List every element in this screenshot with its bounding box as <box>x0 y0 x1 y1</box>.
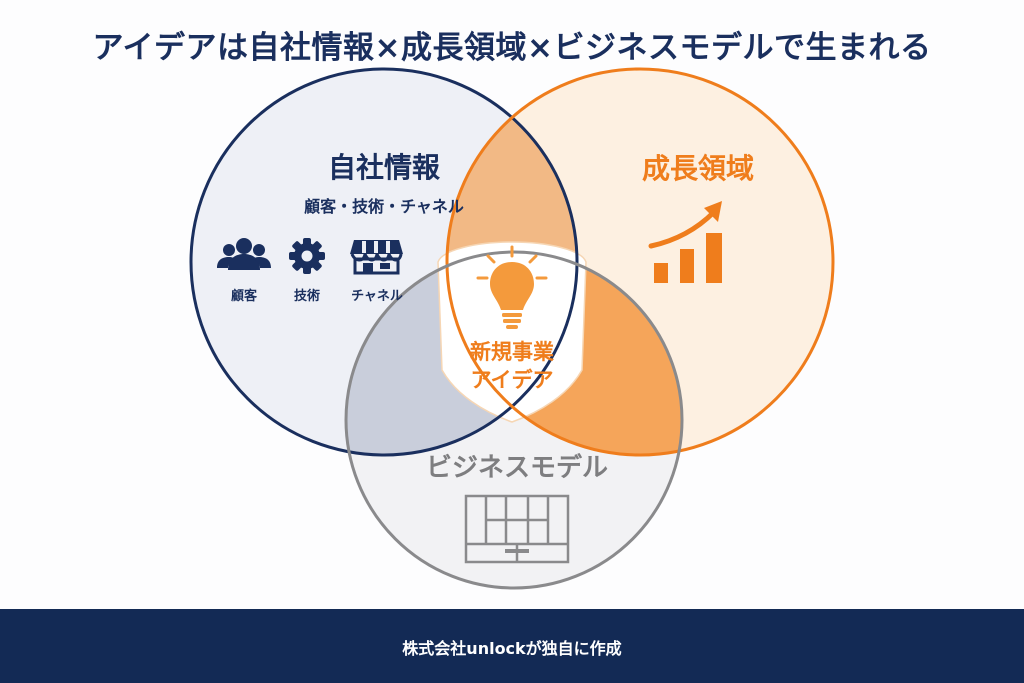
customer-label: 顧客 <box>230 289 257 304</box>
store-icon <box>350 240 403 275</box>
people-icon <box>217 238 271 270</box>
lightbulb-icon <box>476 245 548 329</box>
business-model-canvas-icon <box>464 494 570 564</box>
gear-icon <box>289 238 325 274</box>
growth-area-title: 成長領域 <box>641 152 754 185</box>
growth-chart-icon <box>648 201 722 283</box>
channel-label: チャネル <box>351 289 403 304</box>
center-label-line2: アイデア <box>470 368 554 392</box>
venn-diagram <box>189 67 835 590</box>
company-info-subtitle: 顧客・技術・チャネル <box>304 197 464 216</box>
technology-label: 技術 <box>293 289 320 304</box>
footer-bar: 株式会社unlockが独自に作成 <box>0 609 1024 683</box>
company-info-title: 自社情報 <box>327 151 440 184</box>
page-title: アイデアは自社情報×成長領域×ビジネスモデルで生まれる <box>92 30 932 66</box>
footer-credit: 株式会社unlockが独自に作成 <box>402 639 622 658</box>
center-label-line1: 新規事業 <box>470 340 554 364</box>
business-model-title: ビジネスモデル <box>425 453 608 483</box>
